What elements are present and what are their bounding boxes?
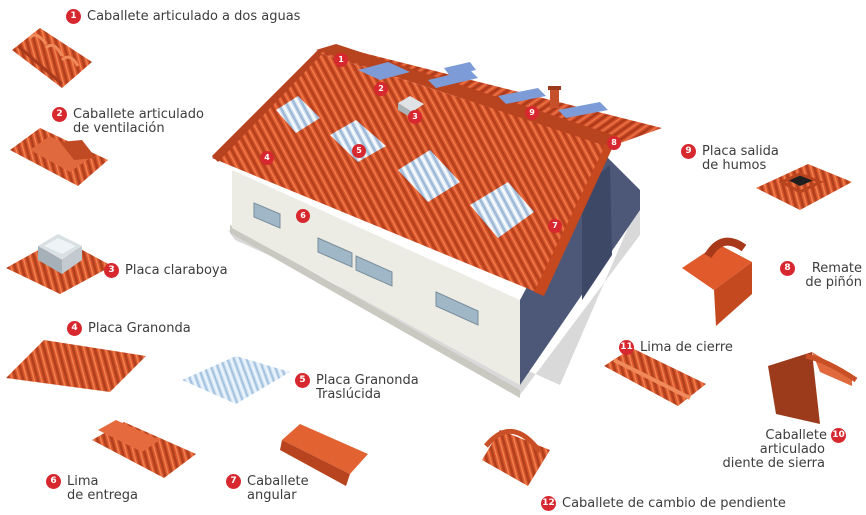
label-text: Caballete articulado a dos aguas <box>87 9 301 24</box>
label-2: 2 Caballete articulado de ventilación <box>52 107 204 136</box>
thumb-9 <box>756 164 852 210</box>
label-badge: 8 <box>780 261 795 276</box>
label-text: de piñón <box>805 275 862 290</box>
thumb-8 <box>682 237 752 326</box>
thumb-3 <box>6 234 112 294</box>
label-10: Caballete 10 articulado diente de sierra <box>722 428 846 471</box>
label-text: Caballete articulado <box>73 107 204 122</box>
label-text: angular <box>247 488 297 503</box>
thumb-2 <box>10 128 108 186</box>
label-6: 6 Lima de entrega <box>46 474 138 503</box>
building-illustration <box>212 44 662 398</box>
callout-badge-4: 4 <box>260 151 274 165</box>
label-text: Placa salida <box>702 144 779 159</box>
label-text: Placa claraboya <box>125 263 228 278</box>
callout-badge-3: 3 <box>408 110 422 124</box>
label-text: diente de sierra <box>722 456 825 471</box>
thumb-10 <box>768 352 858 424</box>
label-text: Traslúcida <box>316 387 381 402</box>
callout-badge-8: 8 <box>607 136 621 150</box>
label-3: 3 Placa claraboya <box>104 263 228 278</box>
label-8: 8 Remate de piñón <box>780 261 862 290</box>
thumb-11 <box>604 348 706 406</box>
label-text: Lima <box>67 474 99 489</box>
label-badge: 5 <box>295 373 310 388</box>
label-1: 1 Caballete articulado a dos aguas <box>66 9 300 24</box>
label-badge: 11 <box>619 340 634 355</box>
thumb-6 <box>92 420 196 478</box>
label-badge: 10 <box>831 428 846 443</box>
label-text: Caballete <box>765 428 827 443</box>
label-badge: 12 <box>541 496 556 511</box>
thumb-5 <box>182 356 290 404</box>
callout-badge-9: 9 <box>525 106 539 120</box>
front-windows <box>253 202 479 326</box>
label-12: 12 Caballete de cambio de pendiente <box>541 496 786 511</box>
label-badge: 7 <box>226 474 241 489</box>
label-badge: 1 <box>66 9 81 24</box>
label-5: 5 Placa Granonda Traslúcida <box>295 373 419 402</box>
thumb-12 <box>482 428 550 486</box>
label-text: de entrega <box>67 488 138 503</box>
callout-badge-5: 5 <box>352 144 366 158</box>
thumb-1 <box>12 28 92 88</box>
label-badge: 2 <box>52 107 67 122</box>
thumb-4 <box>6 340 146 392</box>
label-7: 7 Caballete angular <box>226 474 309 503</box>
label-text: Remate <box>811 261 862 276</box>
callout-badge-6: 6 <box>296 209 310 223</box>
label-badge: 4 <box>67 321 82 336</box>
label-text: Placa Granonda <box>316 373 419 388</box>
label-text: Placa Granonda <box>88 321 191 336</box>
label-text: Caballete de cambio de pendiente <box>562 496 786 511</box>
callout-badge-1: 1 <box>334 53 348 67</box>
label-text: articulado <box>759 442 825 457</box>
callout-badge-7: 7 <box>548 219 562 233</box>
label-badge: 3 <box>104 263 119 278</box>
thumb-7 <box>280 424 368 486</box>
label-4: 4 Placa Granonda <box>67 321 191 336</box>
label-badge: 6 <box>46 474 61 489</box>
callout-badge-2: 2 <box>374 82 388 96</box>
label-text: de ventilación <box>73 121 165 136</box>
label-text: Lima de cierre <box>640 340 733 355</box>
label-badge: 9 <box>681 144 696 159</box>
label-9: 9 Placa salida de humos <box>681 144 779 173</box>
label-11: 11 Lima de cierre <box>619 340 733 355</box>
label-text: Caballete <box>247 474 309 489</box>
skylights <box>276 62 608 238</box>
label-text: de humos <box>702 158 767 173</box>
